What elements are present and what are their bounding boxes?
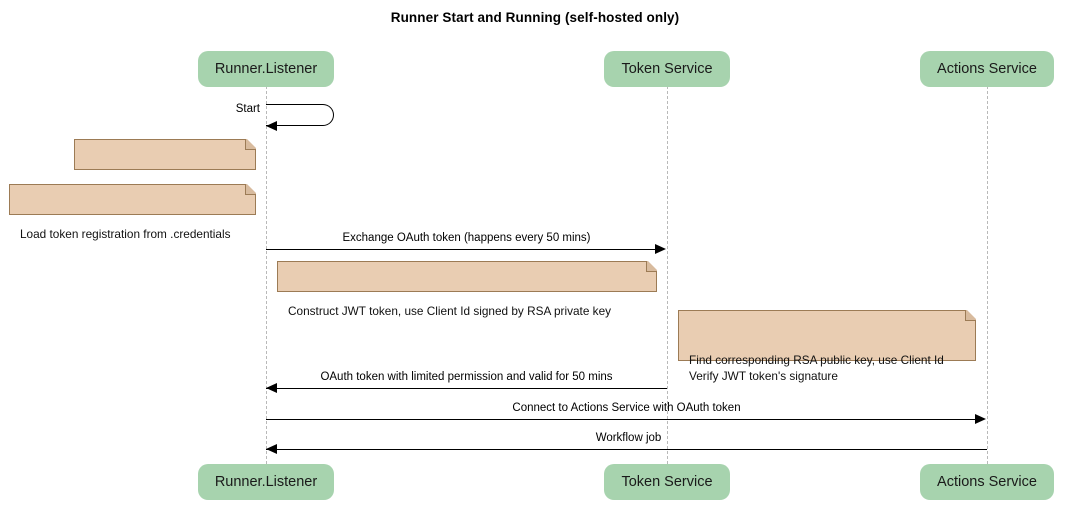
message-exchange-line bbox=[266, 249, 656, 250]
message-connect-line bbox=[266, 419, 976, 420]
message-oauth-return-line bbox=[266, 388, 667, 389]
message-oauth-return-label: OAuth token with limited permission and … bbox=[320, 371, 613, 383]
note-text: Construct JWT token, use Client Id signe… bbox=[288, 303, 612, 318]
message-exchange-arrowhead bbox=[655, 244, 666, 254]
participant-label: Token Service bbox=[621, 61, 713, 77]
participant-label: Runner.Listener bbox=[214, 61, 318, 77]
message-connect-arrowhead bbox=[975, 414, 986, 424]
participant-label: Actions Service bbox=[937, 61, 1037, 77]
lifeline-runner bbox=[266, 86, 267, 464]
participant-token-top[interactable]: Token Service bbox=[604, 51, 730, 87]
participant-label: Token Service bbox=[621, 474, 713, 490]
message-workflow-arrowhead bbox=[266, 444, 277, 454]
participant-runner-bottom[interactable]: Runner.Listener bbox=[198, 464, 334, 500]
note-fold-corner-icon bbox=[965, 309, 977, 321]
participant-runner-top[interactable]: Runner.Listener bbox=[198, 51, 334, 87]
participant-label: Runner.Listener bbox=[214, 474, 318, 490]
participant-token-bottom[interactable]: Token Service bbox=[604, 464, 730, 500]
participant-actions-top[interactable]: Actions Service bbox=[920, 51, 1054, 87]
message-workflow-label: Workflow job bbox=[595, 432, 662, 444]
message-connect-label: Connect to Actions Service with OAuth to… bbox=[512, 402, 741, 414]
lifeline-token bbox=[667, 86, 668, 464]
note-fold-corner-icon bbox=[245, 183, 257, 195]
message-oauth-return-arrowhead bbox=[266, 383, 277, 393]
note-text: Find corresponding RSA public key, use C… bbox=[689, 352, 944, 384]
note-load-config: Load config info from .runner bbox=[74, 138, 257, 196]
note-text: Load token registration from .credential… bbox=[20, 226, 231, 241]
message-exchange-label: Exchange OAuth token (happens every 50 m… bbox=[342, 232, 591, 244]
diagram-title: Runner Start and Running (self-hosted on… bbox=[390, 10, 680, 25]
note-construct-jwt: Construct JWT token, use Client Id signe… bbox=[277, 260, 658, 318]
note-fold-corner-icon bbox=[646, 260, 658, 272]
message-start-arrowhead bbox=[266, 121, 277, 131]
lifeline-actions bbox=[987, 86, 988, 464]
message-start-selfloop bbox=[266, 104, 334, 126]
note-load-token-registration: Load token registration from .credential… bbox=[9, 183, 257, 241]
participant-label: Actions Service bbox=[937, 474, 1037, 490]
note-fold-corner-icon bbox=[245, 138, 257, 150]
message-workflow-line bbox=[266, 449, 987, 450]
note-verify-jwt: Find corresponding RSA public key, use C… bbox=[678, 309, 977, 383]
participant-actions-bottom[interactable]: Actions Service bbox=[920, 464, 1054, 500]
message-start-label: Start bbox=[235, 103, 260, 115]
